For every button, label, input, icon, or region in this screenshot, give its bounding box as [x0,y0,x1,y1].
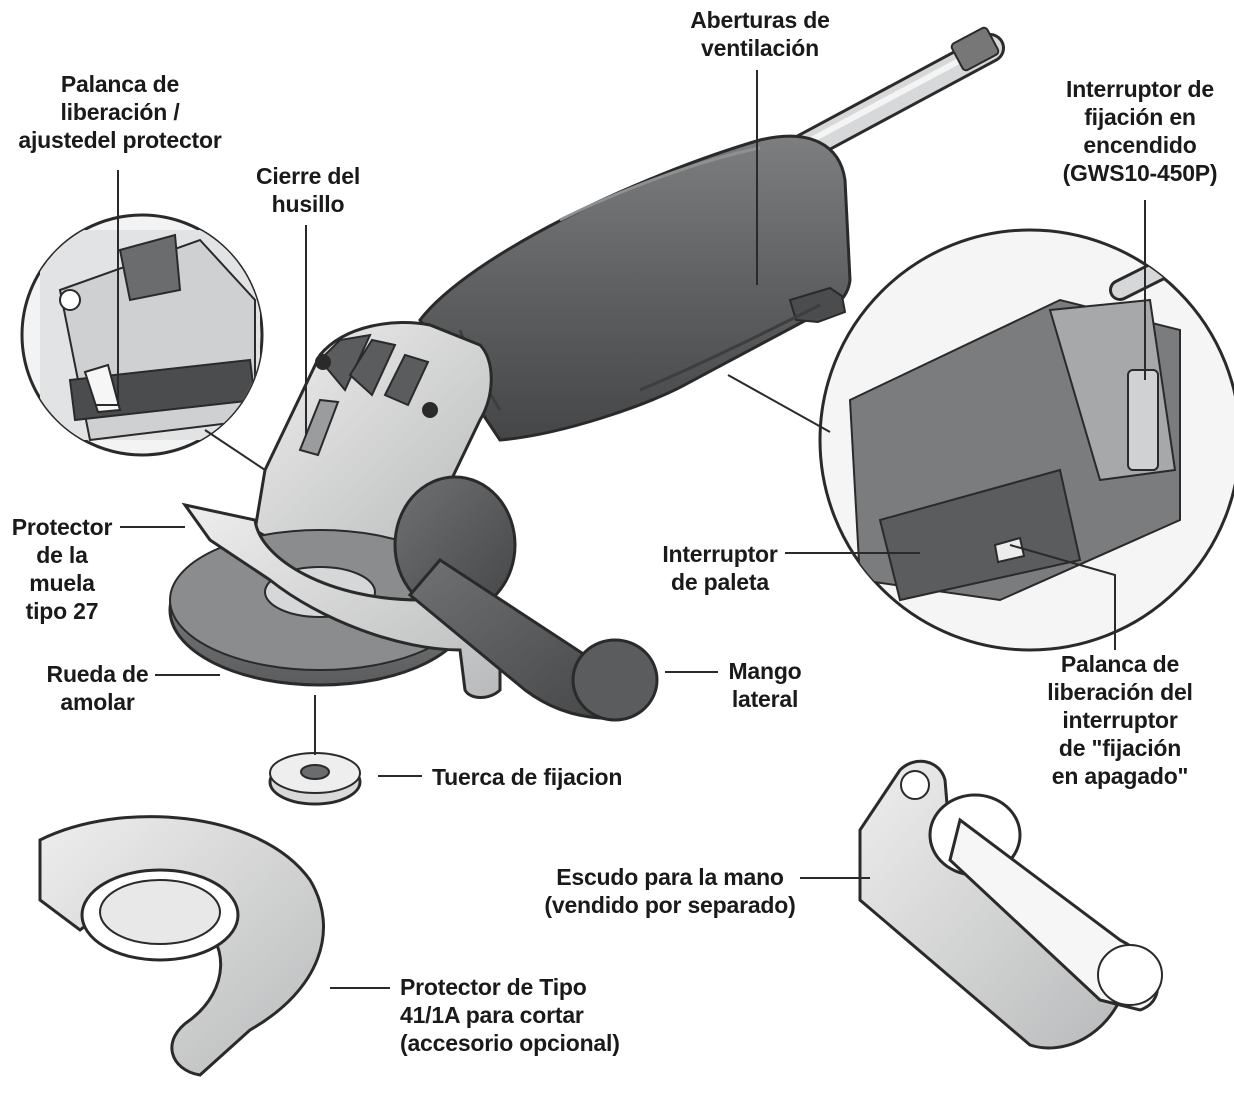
hand-shield-shape [858,759,1163,1050]
label-wheel-guard: Protector de la muela tipo 27 [11,514,113,624]
label-guard-lever: Palanca de liberación / ajustedel protec… [18,71,222,153]
label-hand-shield: Escudo para la mano (vendido por separad… [544,864,796,918]
label-paddle-switch: Interruptor de paleta [662,541,778,595]
label-grinding-wheel: Rueda de amolar [46,661,149,715]
label-cutting-guard: Protector de Tipo 41/1A para cortar (acc… [400,974,620,1056]
guard-lever-detail [20,213,266,471]
side-handle-shape [393,475,659,722]
label-lock-nut: Tuerca de fijacion [432,764,623,790]
label-side-handle: Mango lateral [728,658,802,712]
power-cord [785,26,1005,165]
label-lock-on-switch: Interruptor de fijación en encendido (GW… [1062,76,1218,186]
label-lock-off-lever: Palanca de liberación del interruptor de… [1047,651,1193,789]
label-spindle-lock: Cierre del husillo [255,163,361,217]
switch-detail [727,228,1234,652]
lock-nut-shape [268,752,362,806]
leader-lines [95,70,1146,989]
cutting-guard-shape [38,815,325,1077]
motor-housing [418,134,852,442]
label-vents: Aberturas de ventilación [690,7,830,61]
